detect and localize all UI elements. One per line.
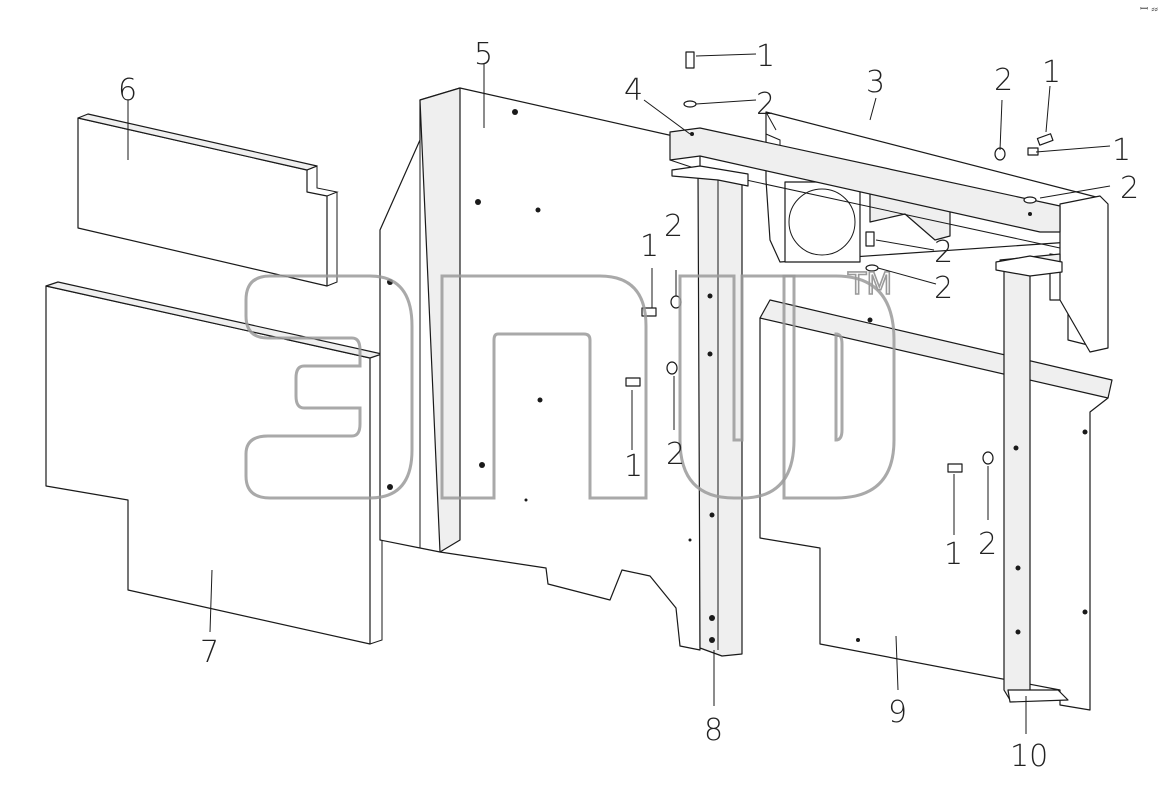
- callout-part-1: 1: [624, 449, 643, 484]
- bracket-part-8: [671, 165, 749, 657]
- callout-part-2: 2: [756, 87, 775, 122]
- leader-lines: [127, 53, 1111, 734]
- callout-part-1: 1: [1042, 55, 1061, 90]
- callout-part-8: 8: [704, 713, 723, 748]
- callout-part-1: 1: [756, 39, 775, 74]
- callout-part-2: 2: [978, 527, 997, 562]
- callout-part-2: 2: [664, 209, 683, 244]
- bracket-part-10: [995, 253, 1069, 703]
- callout-part-9: 9: [888, 695, 907, 730]
- callout-part-3: 3: [866, 65, 885, 100]
- watermark-tm-text: TM: [847, 267, 892, 302]
- callout-part-10: 10: [1010, 739, 1048, 774]
- watermark-logo: TM: [244, 266, 896, 500]
- corner-mark: ꟷ ⸗⸗: [1140, 4, 1159, 15]
- callout-part-2: 2: [934, 271, 953, 306]
- callout-part-2: 2: [994, 63, 1013, 98]
- fasteners: [625, 51, 1054, 473]
- callout-part-1: 1: [944, 537, 963, 572]
- callout-part-4: 4: [624, 73, 643, 108]
- callout-part-6: 6: [118, 73, 137, 108]
- panel-part-6: [77, 113, 339, 287]
- callout-part-2: 2: [666, 437, 685, 472]
- callout-part-2: 2: [934, 235, 953, 270]
- callout-labels: 1 2 3 4 5 6 7 8 9 10 2 1 1 2 2 2 1 2 1 2…: [118, 37, 1139, 774]
- callout-part-2: 2: [1120, 171, 1139, 206]
- callout-part-7: 7: [200, 635, 219, 670]
- panel-part-9: [759, 299, 1113, 711]
- callout-part-5: 5: [474, 37, 493, 72]
- panel-part-7: [45, 281, 383, 645]
- callout-part-1: 1: [640, 229, 659, 264]
- panel-part-5: [379, 87, 701, 651]
- callout-part-1: 1: [1112, 133, 1131, 168]
